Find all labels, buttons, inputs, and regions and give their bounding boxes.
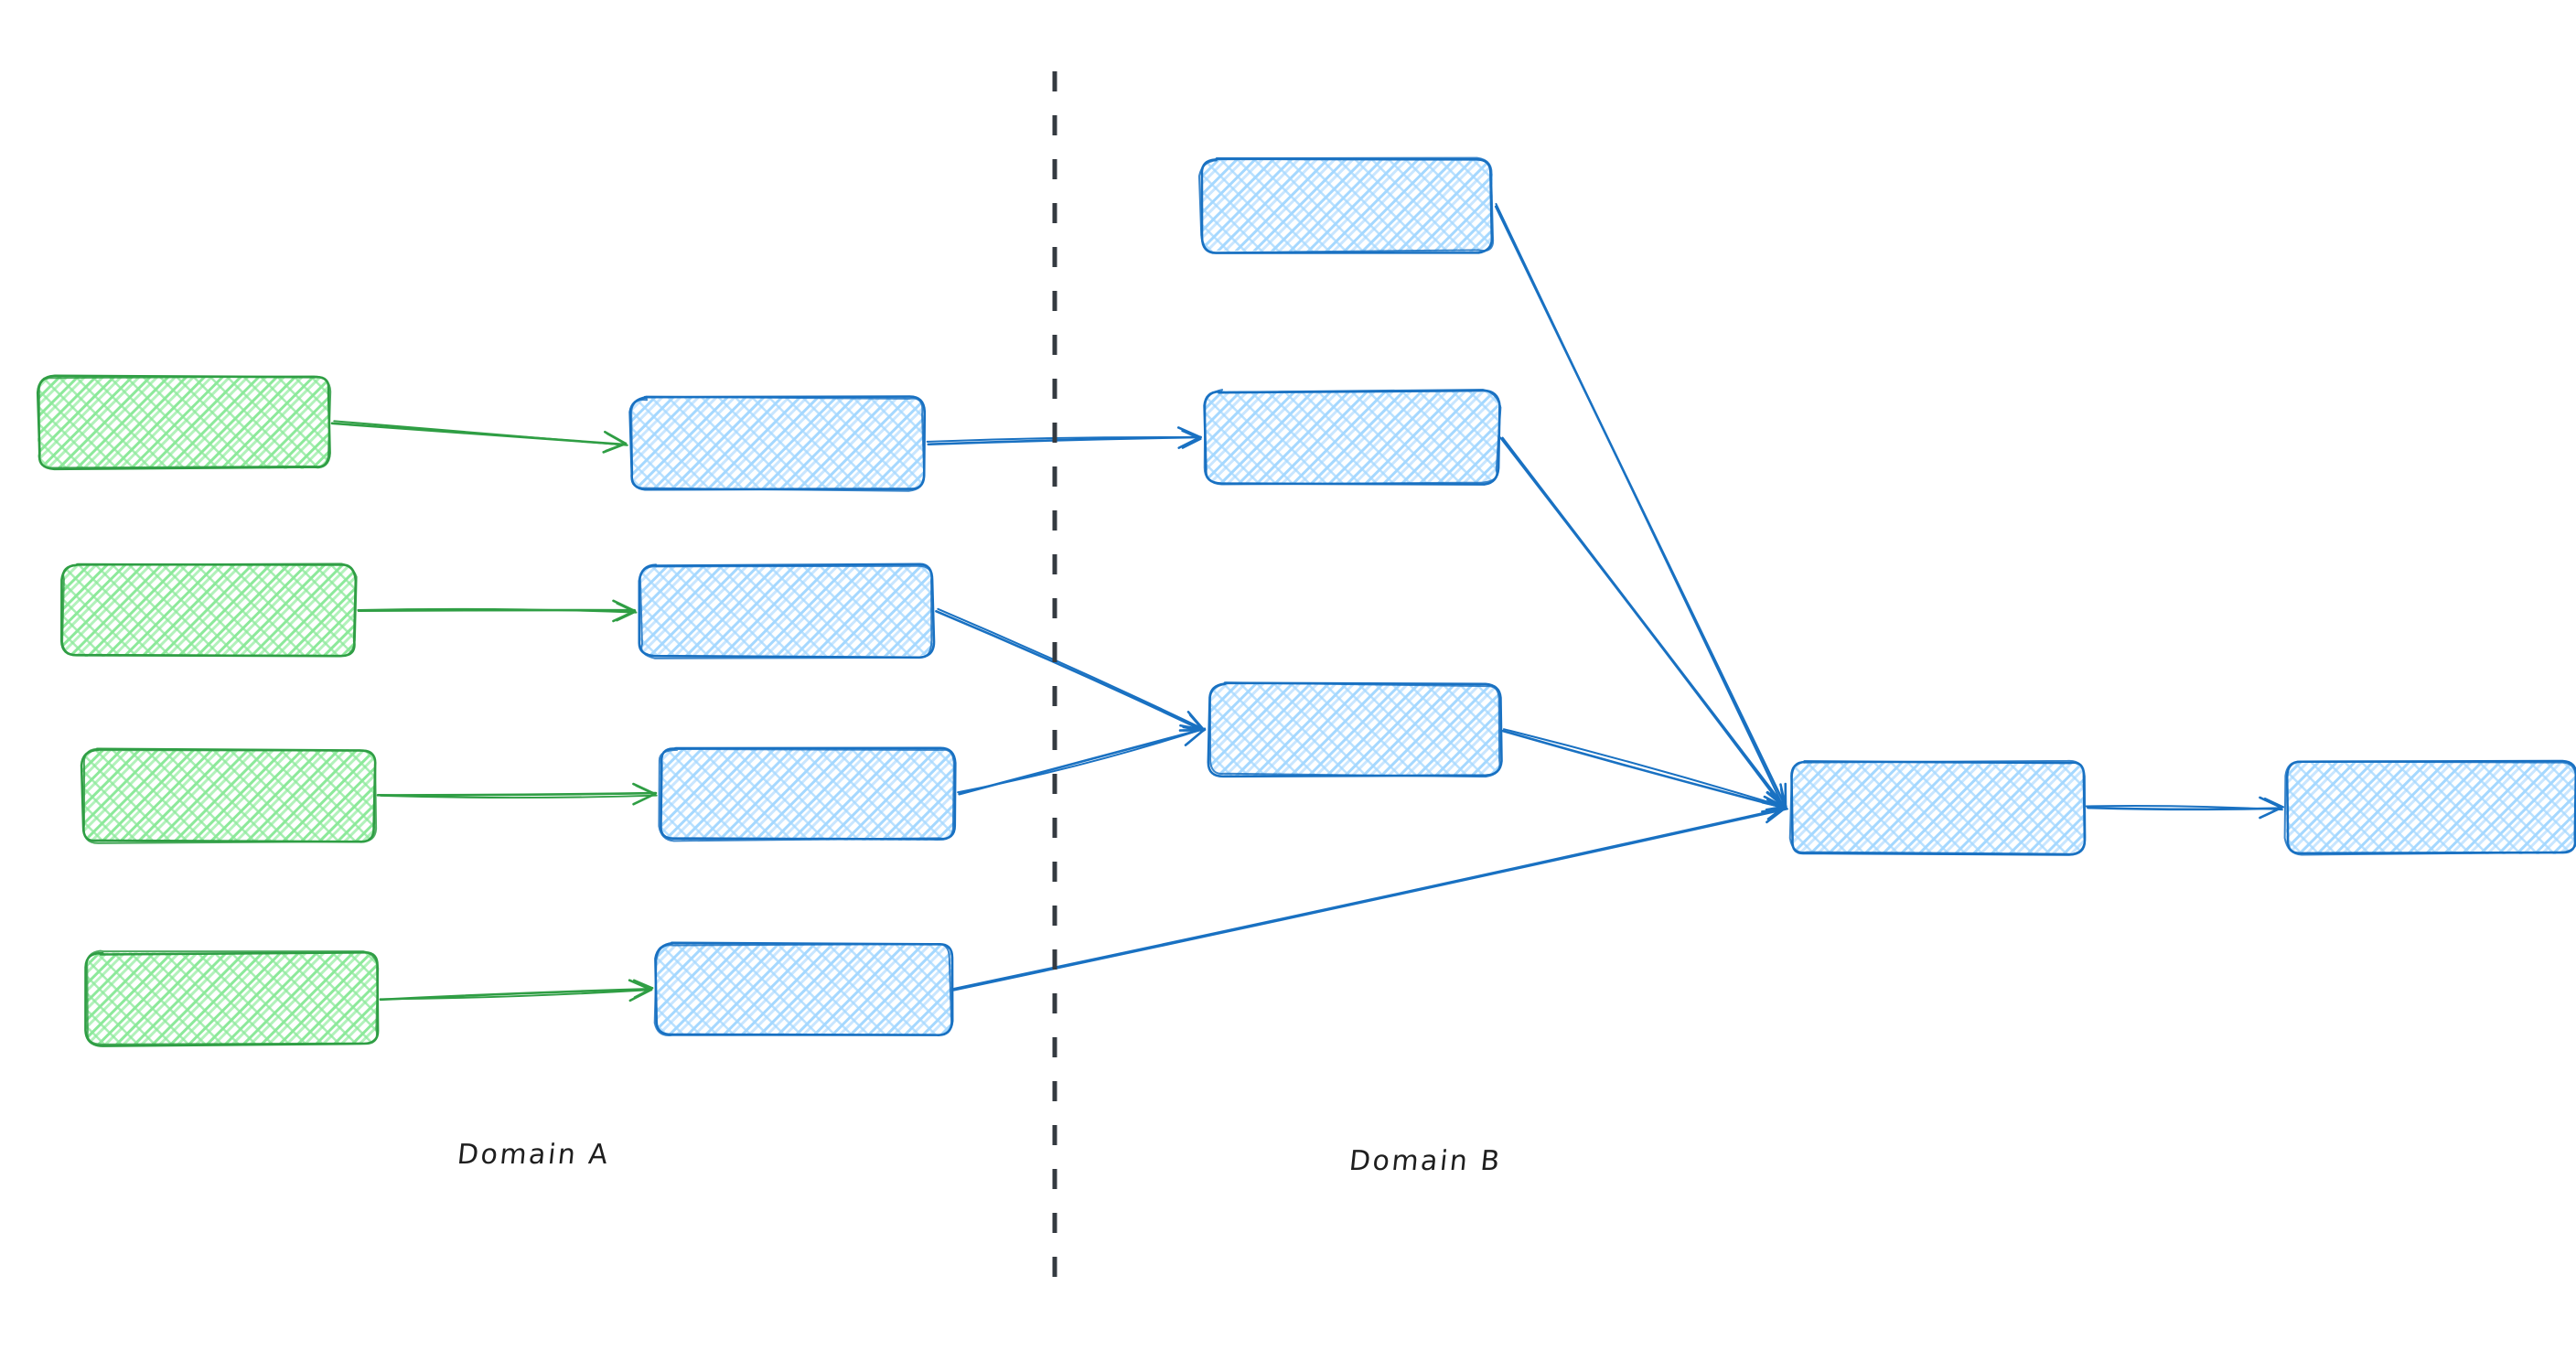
edge-a1-to-b1: [330, 420, 628, 454]
domain-a-label: Domain A: [456, 1139, 612, 1171]
edge-a2-to-b2: [357, 599, 638, 623]
node-c3[interactable]: [1207, 681, 1503, 778]
node-b2[interactable]: [638, 563, 936, 659]
node-b1[interactable]: [628, 395, 927, 492]
node-a4[interactable]: [84, 949, 380, 1047]
node-e1[interactable]: [2283, 759, 2576, 856]
edge-a4-to-b4: [379, 979, 654, 1002]
node-a1[interactable]: [36, 374, 332, 471]
nodes-layer: [36, 156, 2576, 1047]
domain-b-label: Domain B: [1347, 1145, 1504, 1177]
node-b3[interactable]: [658, 746, 957, 842]
edge-c1-to-d1: [1494, 202, 1788, 810]
edges-layer: [330, 202, 2284, 1002]
edge-b4-to-d1: [952, 800, 1789, 991]
node-a2[interactable]: [60, 563, 358, 658]
edge-b2-to-c3: [935, 607, 1207, 733]
edge-b3-to-c3: [957, 724, 1207, 796]
edge-a3-to-b3: [376, 782, 658, 806]
edge-c2-to-d1: [1498, 436, 1787, 811]
edge-b1-to-c2: [926, 426, 1202, 449]
node-b4[interactable]: [653, 941, 954, 1037]
node-a3[interactable]: [80, 747, 378, 844]
edge-d1-to-e1: [2085, 796, 2284, 820]
node-d1[interactable]: [1788, 759, 2087, 856]
node-c1[interactable]: [1197, 156, 1495, 254]
edge-c3-to-d1: [1501, 728, 1787, 813]
node-c2[interactable]: [1203, 388, 1502, 486]
